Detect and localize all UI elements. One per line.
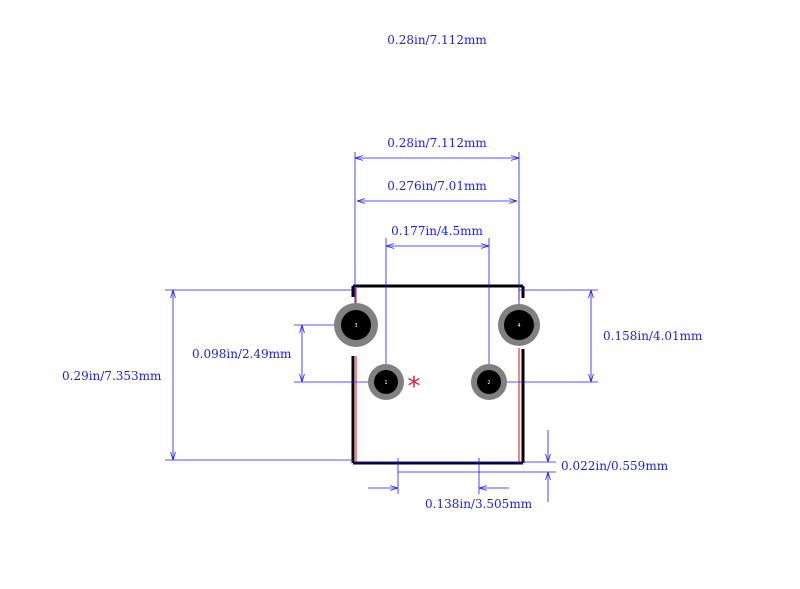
- dim-label-bottom-gap: 0.022in/0.559mm: [561, 459, 669, 473]
- dimension-lines: [165, 152, 598, 502]
- pad-2-label: 2: [487, 380, 490, 386]
- pad-3-label: 3: [354, 323, 357, 329]
- pad-1-label: 1: [384, 380, 387, 386]
- pad-4-label: 4: [517, 323, 520, 329]
- pad-2: 2: [471, 364, 507, 400]
- pad-3: 3: [334, 303, 378, 347]
- body-outline: [351, 284, 525, 465]
- dim-label-body-width: 0.276in/7.01mm: [387, 179, 487, 193]
- dim-label-bottom-width: 0.138in/3.505mm: [425, 497, 533, 511]
- pad-1: 1: [368, 364, 404, 400]
- dim-label-right-offset: 0.158in/4.01mm: [603, 329, 703, 343]
- dim-label-overall-width: 0.28in/7.112mm: [387, 136, 487, 150]
- dim-label-pin-spacing: 0.177in/4.5mm: [391, 224, 483, 238]
- dim-label-body-height: 0.29in/7.353mm: [62, 369, 162, 383]
- dim-label-vertical-offset: 0.098in/2.49mm: [192, 347, 292, 361]
- dim-label-overall-width-top: 0.28in/7.112mm: [387, 33, 487, 47]
- pin1-marker: *: [408, 372, 421, 402]
- pad-4: 4: [498, 304, 540, 346]
